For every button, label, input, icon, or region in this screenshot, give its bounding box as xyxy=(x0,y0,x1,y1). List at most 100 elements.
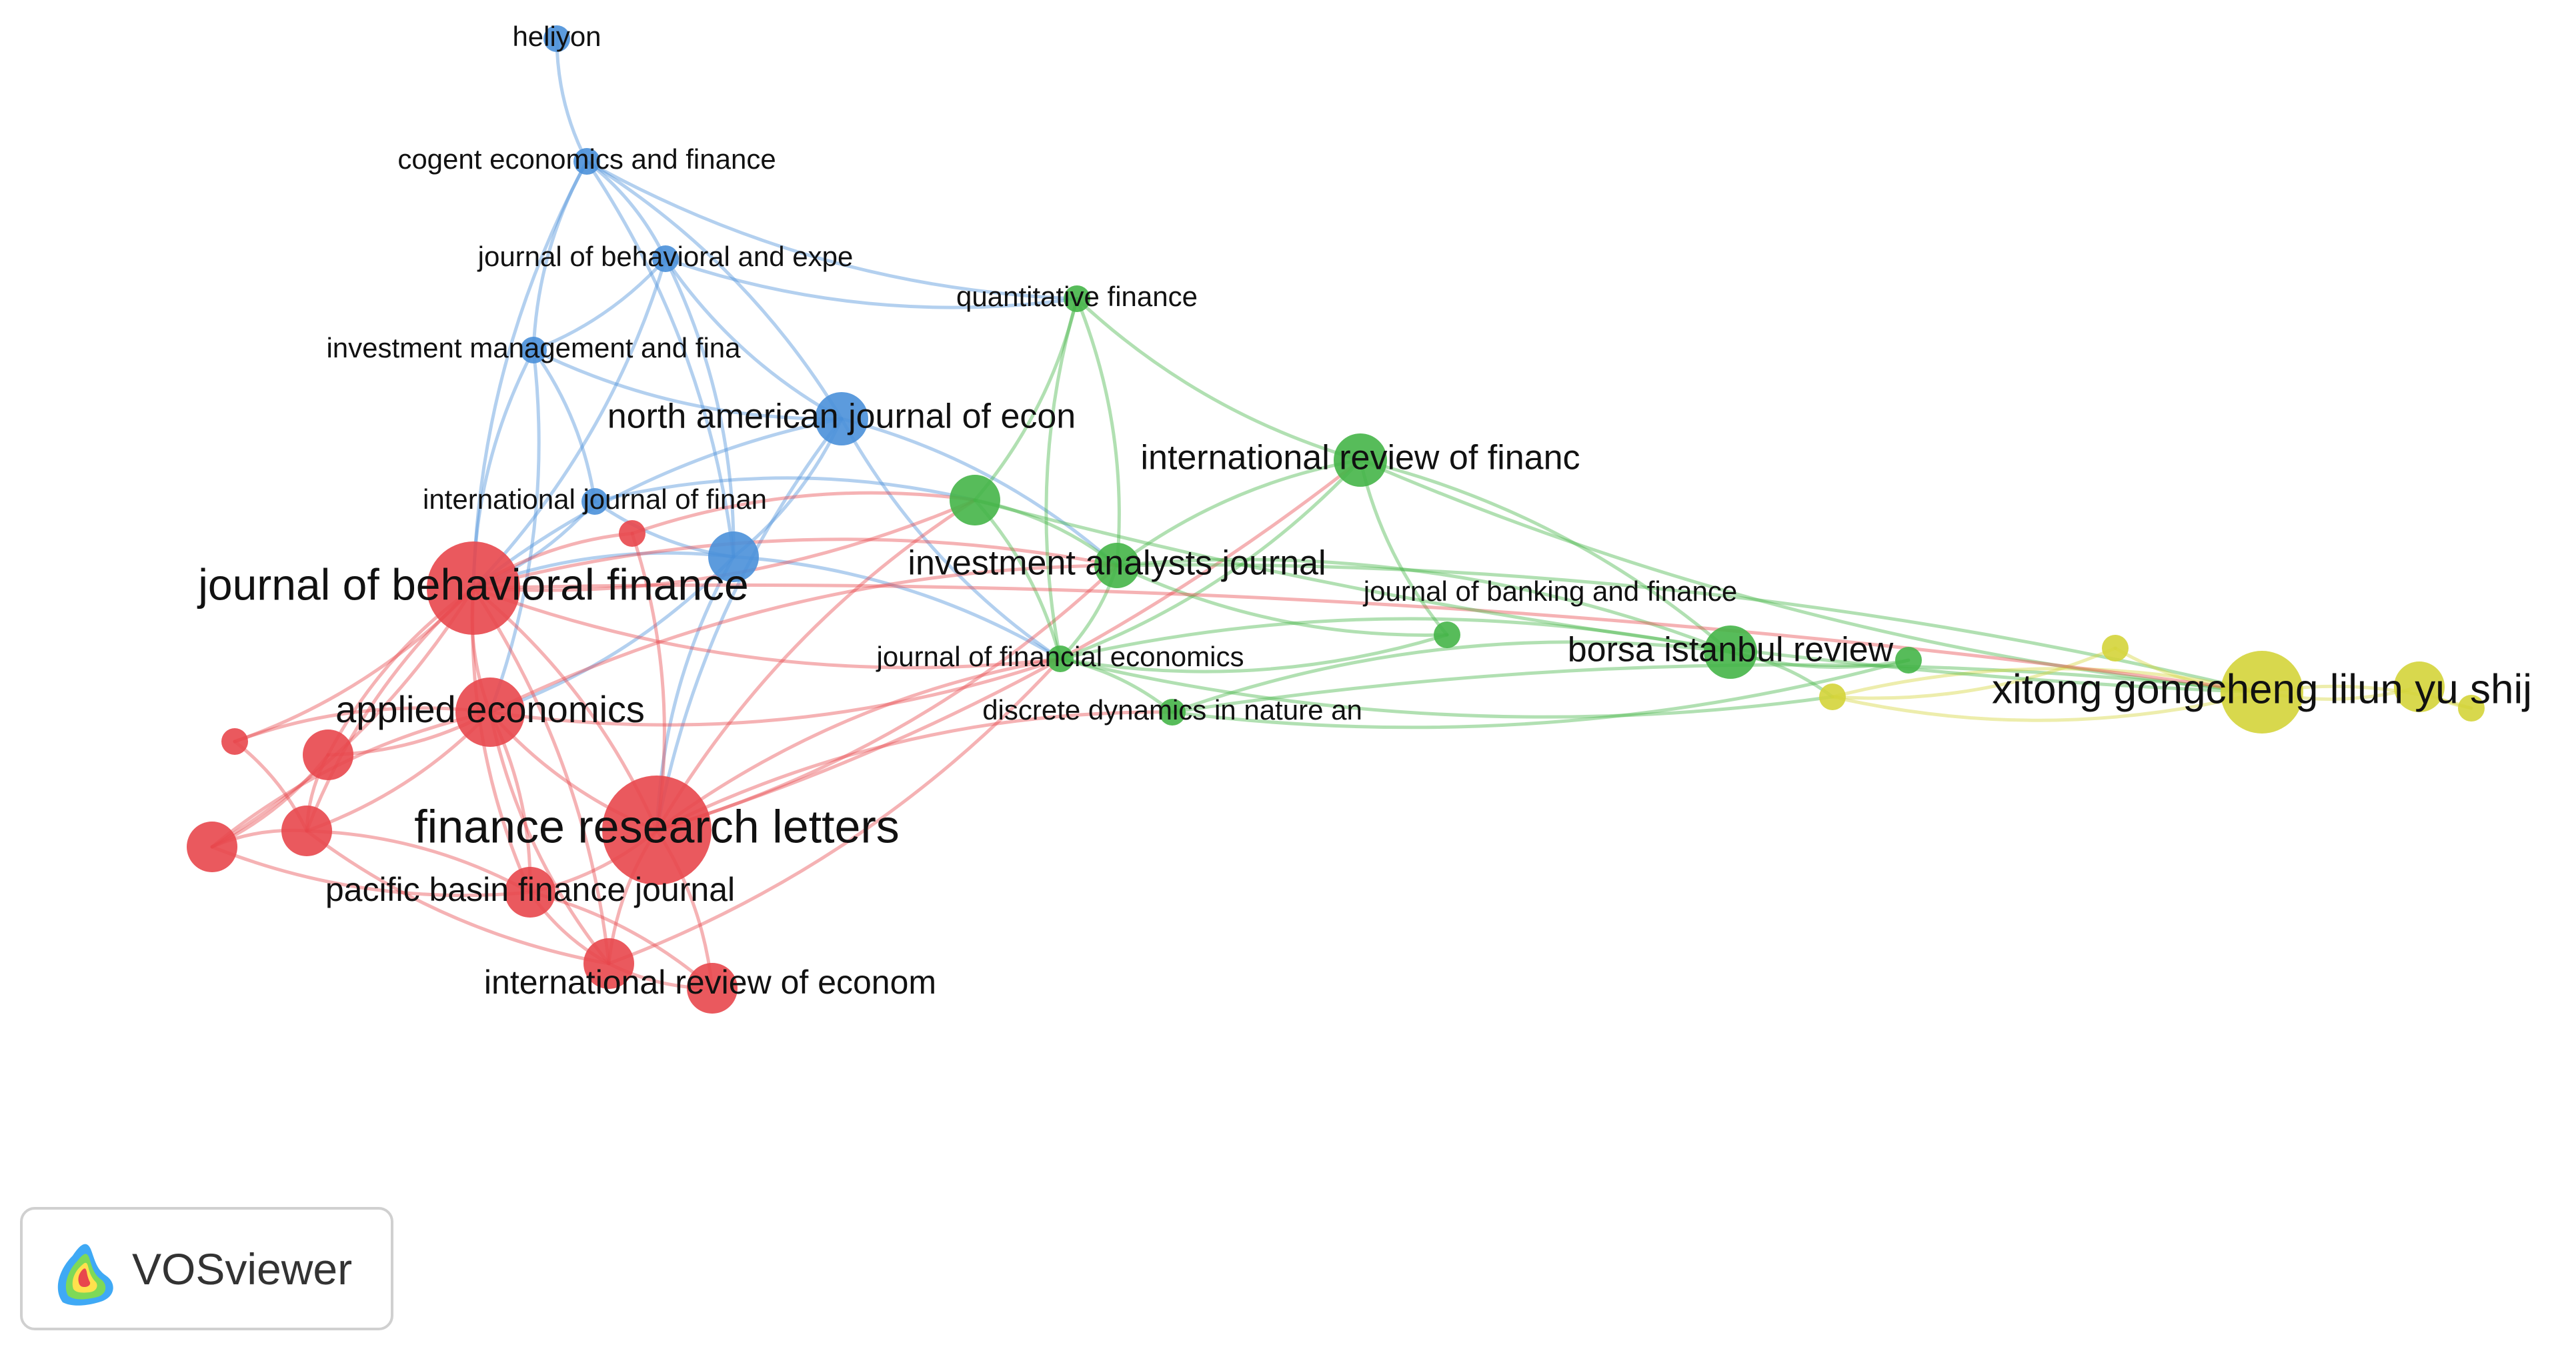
link-ae-jfe xyxy=(488,657,1062,727)
link-cogent-jbef xyxy=(585,159,668,261)
link-jbef-qf xyxy=(664,257,1079,309)
link-ae-red_b xyxy=(233,706,492,744)
link-jbef-imfi xyxy=(531,257,668,352)
node-jfe[interactable] xyxy=(1047,645,1074,672)
node-green_a[interactable] xyxy=(950,475,1000,525)
link-iaj-jbaf xyxy=(1115,563,1449,637)
node-red_e[interactable] xyxy=(281,806,332,856)
node-imfi[interactable] xyxy=(520,337,547,363)
link-imfi-ijf xyxy=(531,348,597,503)
node-jbef[interactable] xyxy=(652,245,679,272)
label-frl[interactable]: finance research letters xyxy=(414,800,900,852)
link-pbfj-red_e xyxy=(305,829,532,894)
node-red_b[interactable] xyxy=(221,728,248,755)
label-pbfj[interactable]: pacific basin finance journal xyxy=(325,871,735,908)
link-najef-jbf xyxy=(471,417,844,590)
link-ddna-bir xyxy=(1170,640,1732,714)
label-irf[interactable]: international review of financ xyxy=(1140,439,1580,477)
link-jbf-iaj xyxy=(471,537,1119,590)
link-iaj-bir xyxy=(1115,557,1732,654)
label-ae[interactable]: applied economics xyxy=(335,688,645,730)
label-jbf[interactable]: journal of behavioral finance xyxy=(197,559,749,609)
label-jbef[interactable]: journal of behavioral and expe xyxy=(477,241,854,272)
link-jbf-jfe xyxy=(471,586,1062,669)
label-bir[interactable]: borsa istanbul review xyxy=(1568,631,1894,669)
link-cogent-jbf xyxy=(471,159,589,590)
link-imfi-najef xyxy=(531,348,844,421)
label-xgl[interactable]: xitong gongcheng lilun yu shij xyxy=(1992,666,2532,712)
vosviewer-logo-text: VOSviewer xyxy=(132,1244,353,1294)
node-najef[interactable] xyxy=(815,392,868,445)
node-green_b[interactable] xyxy=(1895,647,1922,673)
label-jbaf[interactable]: journal of banking and finance xyxy=(1362,575,1737,607)
link-ijf-green_a xyxy=(593,476,977,503)
link-jfe-yel_a xyxy=(1058,657,1834,719)
node-blue_unlabeled[interactable] xyxy=(708,531,759,582)
node-frl[interactable] xyxy=(602,776,712,885)
label-ijf[interactable]: international journal of finan xyxy=(423,483,767,515)
node-xgl[interactable] xyxy=(2221,651,2303,734)
node-yel_d[interactable] xyxy=(2458,695,2485,722)
node-red_a[interactable] xyxy=(619,520,646,547)
node-red_f[interactable] xyxy=(687,963,738,1014)
node-yel_a[interactable] xyxy=(1819,684,1846,710)
link-red_a-green_a xyxy=(630,491,977,535)
link-irf-bir xyxy=(1358,458,1732,654)
link-cogent-blue_unlabeled xyxy=(585,159,736,559)
link-blue_unlabeled-jfe xyxy=(732,555,1062,661)
label-najef[interactable]: north american journal of econ xyxy=(607,397,1076,436)
link-frl-green_a xyxy=(655,498,977,832)
label-qf[interactable]: quantitative finance xyxy=(956,281,1198,312)
link-iaj-xgl xyxy=(1115,563,2264,694)
label-cogent[interactable]: cogent economics and finance xyxy=(397,143,776,175)
link-najef-jfe xyxy=(840,417,1062,661)
labels-layer: heliyon cogent economics and finance journ… xyxy=(197,21,2532,1001)
link-ire-red_e xyxy=(305,829,611,966)
node-heliyon[interactable] xyxy=(543,25,570,52)
nodes-layer xyxy=(187,25,2485,1014)
link-pbfj-red_d xyxy=(210,845,532,898)
link-jbef-najef xyxy=(664,257,844,421)
link-ire-jfe xyxy=(607,657,1062,966)
node-red_c[interactable] xyxy=(303,730,353,780)
node-qf[interactable] xyxy=(1064,285,1090,312)
node-ijf[interactable] xyxy=(581,488,608,515)
vosviewer-logo-badge: VOSviewer xyxy=(20,1207,393,1330)
label-ddna[interactable]: discrete dynamics in nature an xyxy=(982,694,1362,726)
label-ire[interactable]: international review of econom xyxy=(484,964,936,1001)
node-cogent[interactable] xyxy=(573,148,600,175)
link-blue_unlabeled-ae xyxy=(488,555,736,714)
link-frl-irf xyxy=(655,458,1362,832)
node-pbfj[interactable] xyxy=(505,867,555,918)
label-iaj[interactable]: investment analysts journal xyxy=(908,544,1326,583)
link-qf-iaj xyxy=(1075,297,1121,567)
label-imfi[interactable]: investment management and fina xyxy=(326,332,741,363)
link-yel_b-yel_a xyxy=(1830,646,2117,700)
link-pbfj-red_f xyxy=(528,890,714,990)
node-jbaf[interactable] xyxy=(1434,621,1460,648)
node-jbf[interactable] xyxy=(427,541,520,635)
link-green_a-xgl xyxy=(973,498,2264,694)
label-jfe[interactable]: journal of financial economics xyxy=(876,641,1244,672)
link-irf-jfe xyxy=(1058,458,1362,661)
node-ae[interactable] xyxy=(455,677,525,747)
link-jfe-bir xyxy=(1058,617,1732,661)
link-frl-iaj xyxy=(655,563,1119,832)
node-ire[interactable] xyxy=(583,938,634,989)
node-yel_b[interactable] xyxy=(2102,635,2129,661)
link-jbf-red_d xyxy=(210,586,475,849)
link-najef-iaj xyxy=(840,417,1119,567)
node-irf[interactable] xyxy=(1334,433,1387,487)
label-heliyon[interactable]: heliyon xyxy=(512,21,601,52)
link-frl-jfe xyxy=(655,657,1062,832)
node-yel_c[interactable] xyxy=(2394,661,2445,712)
link-yel_a-xgl xyxy=(1830,690,2264,722)
node-bir[interactable] xyxy=(1704,625,1757,679)
link-ae-ire xyxy=(488,710,611,966)
node-red_d[interactable] xyxy=(187,822,237,872)
link-jbf-ire xyxy=(471,586,611,966)
link-jfe-ddna xyxy=(1058,657,1174,714)
node-iaj[interactable] xyxy=(1094,543,1140,588)
node-ddna[interactable] xyxy=(1159,699,1186,726)
